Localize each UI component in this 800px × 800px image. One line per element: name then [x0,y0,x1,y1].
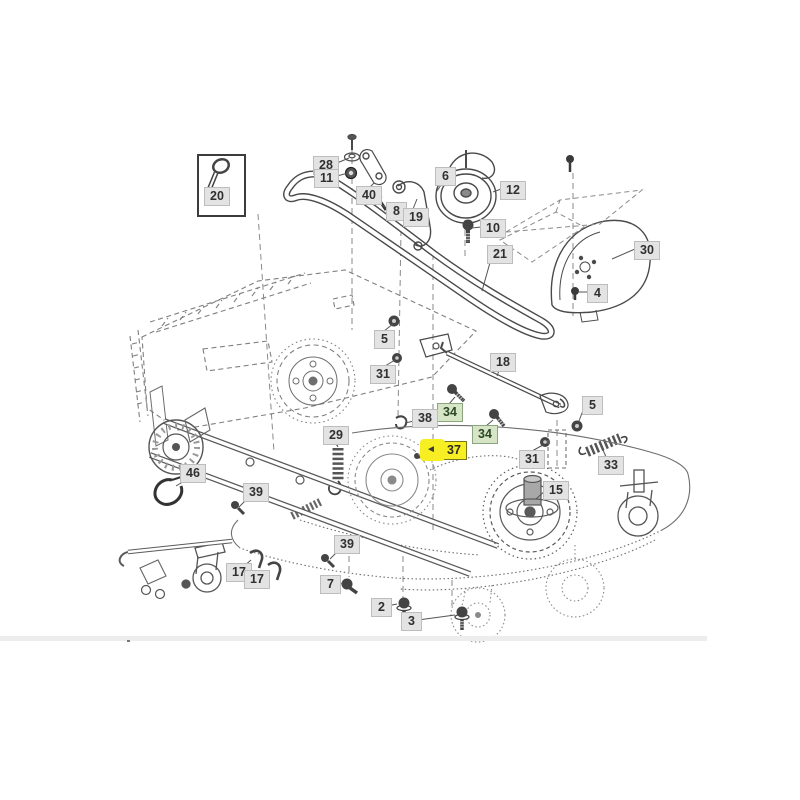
part-label-15-23: 15 [543,481,569,501]
part-label-19-5: 19 [403,208,429,228]
cover-screws [566,155,579,300]
part-label-2-30: 2 [371,598,392,618]
part-label-4-11: 4 [587,284,608,304]
part-label-7-29: 7 [320,575,341,595]
part-label-3-31: 3 [401,612,422,632]
drive-belt [283,170,555,340]
highlight-arrow-icon: ◄ [426,444,436,455]
part-label-46-24: 46 [180,464,206,484]
part-label-31-19: 31 [519,450,545,470]
part-label-5-12: 5 [374,330,395,350]
part-label-30-10: 30 [634,241,660,261]
scan-artifact-band [0,636,707,641]
part-label-20-0: 20 [204,187,230,207]
d-ring-46 [153,476,184,506]
deflector-plates [499,189,644,263]
upper-deck-phantom [129,269,477,431]
part-label-31-13: 31 [370,365,396,385]
inset-frame [197,154,246,217]
part-label-17-28: 17 [244,570,270,590]
left-gauge-wheel [148,407,211,475]
part-label-12-7: 12 [500,181,526,201]
right-caster [617,469,659,537]
part-label-8-4: 8 [386,202,407,222]
part-label-5-20: 5 [582,396,603,416]
rear-caster-phantom [545,545,605,618]
part-label-34-15: 34 [437,403,463,423]
part-label-39-25: 39 [243,483,269,503]
top-hardware [343,133,361,180]
part-label-39-26: 39 [334,535,360,555]
part-label-33-21: 33 [598,456,624,476]
part-label-11-2: 11 [314,169,340,189]
part-label-18-14: 18 [490,353,516,373]
scan-artifact-dot [127,640,130,642]
lower-spindle-left [347,435,437,525]
part-label-38-16: 38 [412,409,438,429]
part-label-6-6: 6 [435,167,456,187]
part-label-29-22: 29 [323,426,349,446]
part-label-21-9: 21 [487,245,513,265]
part-label-37-18: 37◄ [420,438,467,462]
part-label-10-8: 10 [480,219,506,239]
front-frame-bar [118,538,233,600]
lower-spindle-right [482,464,578,560]
part-label-34-17: 34 [472,425,498,445]
part-label-40-3: 40 [356,186,382,206]
lift-rod [419,333,569,415]
spring-33 [578,433,628,457]
bolt-10 [462,219,474,243]
upper-deck-spindle [149,356,338,447]
lift-arm-spring [290,497,324,520]
